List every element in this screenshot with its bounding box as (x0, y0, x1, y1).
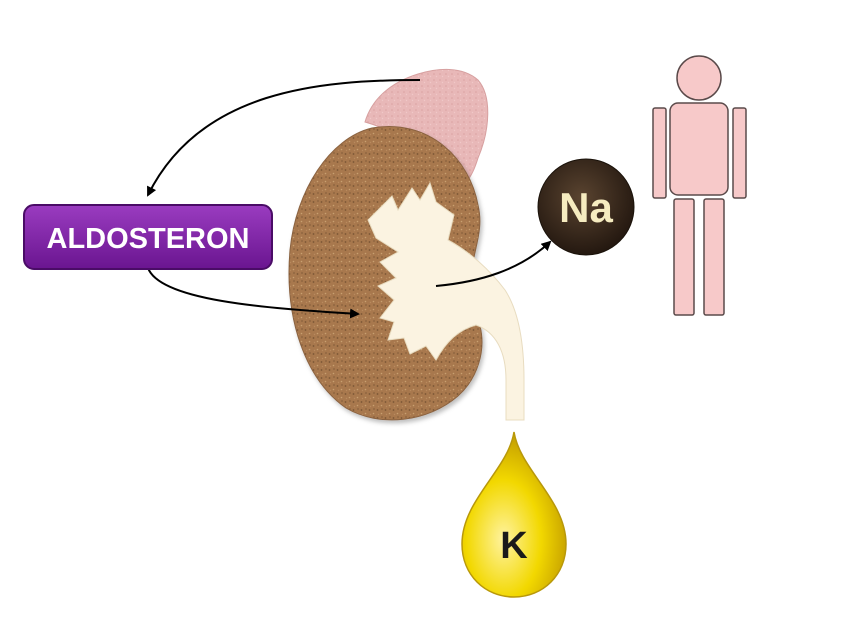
potassium-label: K (500, 525, 528, 567)
renal-pelvis (367, 181, 525, 421)
potassium-drop: K (461, 431, 567, 598)
figure-right-arm (732, 107, 747, 199)
sodium-circle: Na (537, 158, 635, 256)
figure-right-leg (703, 198, 725, 316)
arrow-kidney-to-sodium (435, 240, 552, 287)
aldosterone-label: ALDOSTERON (47, 223, 250, 255)
sodium-label: Na (559, 184, 613, 231)
arrow-aldosterone-to-kidney (147, 267, 360, 319)
figure-head (676, 55, 722, 101)
figure-torso (669, 102, 729, 196)
body-figure (652, 55, 747, 316)
arrow-adrenal-to-aldosterone (147, 79, 421, 197)
figure-left-arm (652, 107, 667, 199)
figure-left-leg (673, 198, 695, 316)
aldosterone-box: ALDOSTERON (23, 204, 273, 270)
